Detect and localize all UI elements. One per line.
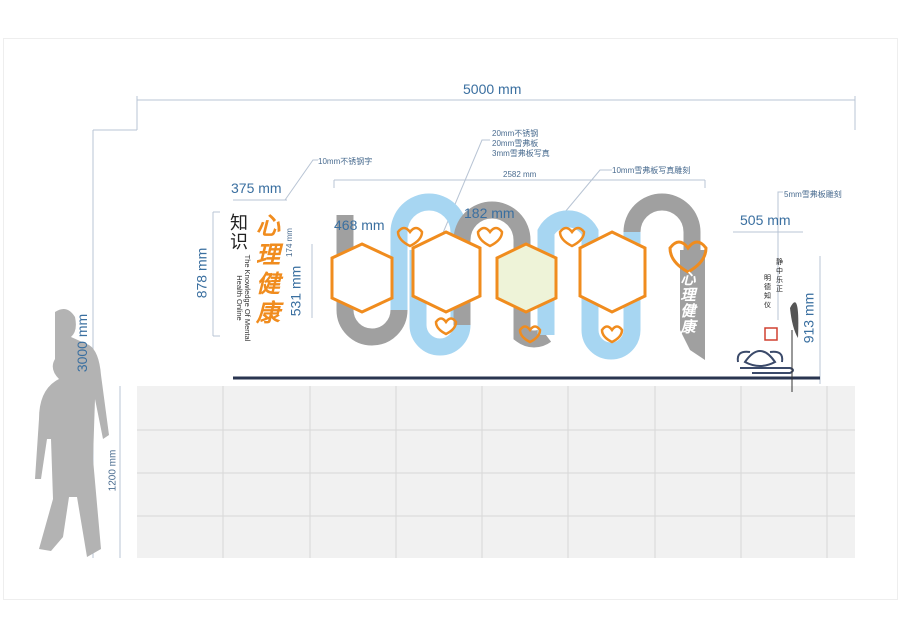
poem-line-1: 静中乐正 [776, 259, 783, 293]
drawing-frame [3, 38, 898, 600]
panel-width-label: 468 mm [334, 217, 385, 233]
title-main: 心理健康 [256, 213, 280, 327]
lotus-icon [736, 350, 794, 374]
info-panels [330, 230, 647, 314]
total-height-label: 3000 mm [74, 313, 91, 373]
arc-width-label: 182 mm [464, 205, 515, 221]
brush-icon [790, 302, 799, 338]
right-material-note: 5mm雪弗板雕刻 [784, 190, 842, 199]
base-height-label: 1200 mm [107, 449, 119, 492]
wall-base [137, 386, 855, 558]
snake-material-note: 10mm雪弗板写真雕刻 [612, 166, 691, 175]
right-width-label: 505 mm [740, 212, 791, 228]
poem-line-2: 明德知仪 [764, 275, 771, 309]
panel-material-note: 20mm不锈钢 20mm雪弗板 3mm雪弗板写真 [492, 129, 550, 159]
note-line: 20mm雪弗板 [492, 139, 539, 148]
title-height-label: 878 mm [193, 247, 210, 299]
note-line: 3mm雪弗板写真 [492, 149, 550, 158]
human-silhouette [35, 308, 109, 557]
title-english: The Knowledge Of Mental Health Online [235, 254, 251, 342]
snake-title: 心理健康 [680, 271, 696, 336]
seal-stamp [764, 327, 778, 341]
title-small: 知识 [230, 213, 248, 253]
heart-icons [396, 226, 708, 344]
title-material-note: 10mm不锈钢字 [318, 157, 373, 166]
snake-path [336, 193, 701, 360]
panel-height-label: 531 mm [287, 265, 304, 317]
title-width-label: 375 mm [231, 180, 282, 196]
total-width-label: 5000 mm [463, 81, 522, 97]
right-height-label: 913 mm [800, 292, 817, 344]
note-line: 20mm不锈钢 [492, 129, 539, 138]
snake-width-label: 2582 mm [503, 170, 537, 179]
panel-sub-label: 174 mm [284, 228, 294, 257]
